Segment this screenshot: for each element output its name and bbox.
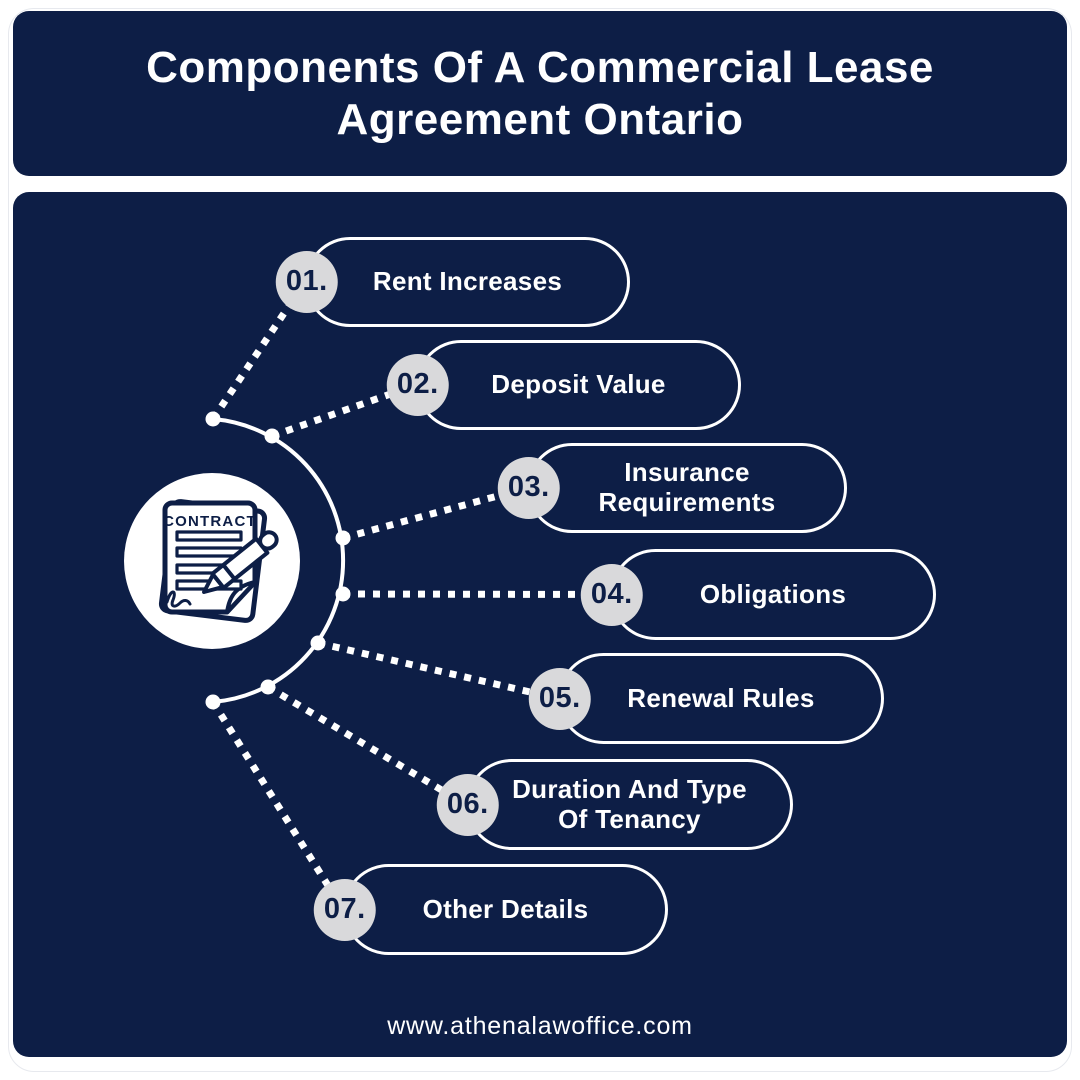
- header-panel: Components Of A Commercial Lease Agreeme…: [13, 11, 1067, 176]
- dotted-connector-5: [317, 639, 559, 702]
- main-panel: CONTRACT 01. Rent Increases: [13, 192, 1067, 1057]
- anchor-dot-1: [205, 411, 221, 427]
- anchor-dot-6: [260, 679, 276, 695]
- step-number-badge: 04.: [580, 563, 643, 626]
- dotted-connector-4: [342, 590, 611, 598]
- pill-label: Obligations: [699, 578, 847, 609]
- contract-word: CONTRACT: [163, 513, 257, 530]
- step-number-badge: 05.: [528, 667, 591, 730]
- pill-label: Duration And Type Of Tenancy: [512, 773, 747, 834]
- step-number-badge: 01.: [275, 251, 338, 313]
- website-url: www.athenalawoffice.com: [387, 1012, 693, 1040]
- connector-graphic: CONTRACT: [124, 280, 611, 912]
- component-pill-deposit-value: 02. Deposit Value: [386, 340, 741, 430]
- signature-squiggle: [165, 590, 192, 608]
- document-line-1: [175, 530, 243, 542]
- document-line-2: [175, 546, 243, 558]
- step-number: 07.: [323, 892, 366, 925]
- step-number: 04.: [590, 577, 633, 610]
- dotted-connector-3: [342, 484, 528, 542]
- contract-document-icon: CONTRACT: [158, 499, 279, 623]
- step-number: 02.: [396, 368, 439, 401]
- pill-label: Renewal Rules: [627, 682, 815, 713]
- dotted-connector-7: [210, 700, 346, 912]
- pill-label: Deposit Value: [491, 369, 666, 400]
- pen-icon: [202, 530, 279, 594]
- anchor-dot-5: [310, 635, 326, 651]
- page-title: Components Of A Commercial Lease Agreeme…: [146, 43, 934, 144]
- step-number: 06.: [446, 787, 489, 820]
- step-number-badge: 06.: [436, 773, 499, 836]
- footer-bar: www.athenalawoffice.com: [13, 1012, 1067, 1041]
- pill-label: Rent Increases: [372, 266, 563, 297]
- anchor-dot-7: [205, 694, 221, 710]
- component-pill-renewal-rules: 05. Renewal Rules: [528, 653, 884, 744]
- step-number: 03.: [507, 471, 550, 504]
- anchor-dot-4: [335, 586, 351, 602]
- anchor-dot-2: [264, 428, 280, 444]
- component-pill-insurance-requirements: 03. Insurance Requirements: [497, 443, 847, 533]
- dotted-connector-2: [270, 381, 418, 440]
- arc-anchor-dots: [205, 411, 351, 710]
- step-number-badge: 07.: [313, 878, 376, 941]
- step-number-badge: 03.: [497, 457, 560, 519]
- component-pill-other-details: 07. Other Details: [313, 864, 668, 955]
- step-number: 05.: [538, 681, 581, 714]
- anchor-dot-3: [335, 530, 351, 546]
- component-pill-obligations: 04. Obligations: [580, 549, 936, 640]
- step-number-badge: 02.: [386, 354, 449, 416]
- pen-grip-line: [221, 563, 237, 581]
- folded-corner: [225, 580, 257, 614]
- dotted-connector-6: [266, 683, 468, 808]
- step-number: 01.: [285, 265, 328, 298]
- pill-label: Insurance Requirements: [598, 457, 776, 517]
- component-pill-duration-and-type-of-tenancy: 06. Duration And Type Of Tenancy: [436, 759, 793, 850]
- pill-label: Other Details: [422, 893, 589, 924]
- component-pill-rent-increases: 01. Rent Increases: [275, 237, 630, 327]
- pen-cap: [258, 530, 279, 551]
